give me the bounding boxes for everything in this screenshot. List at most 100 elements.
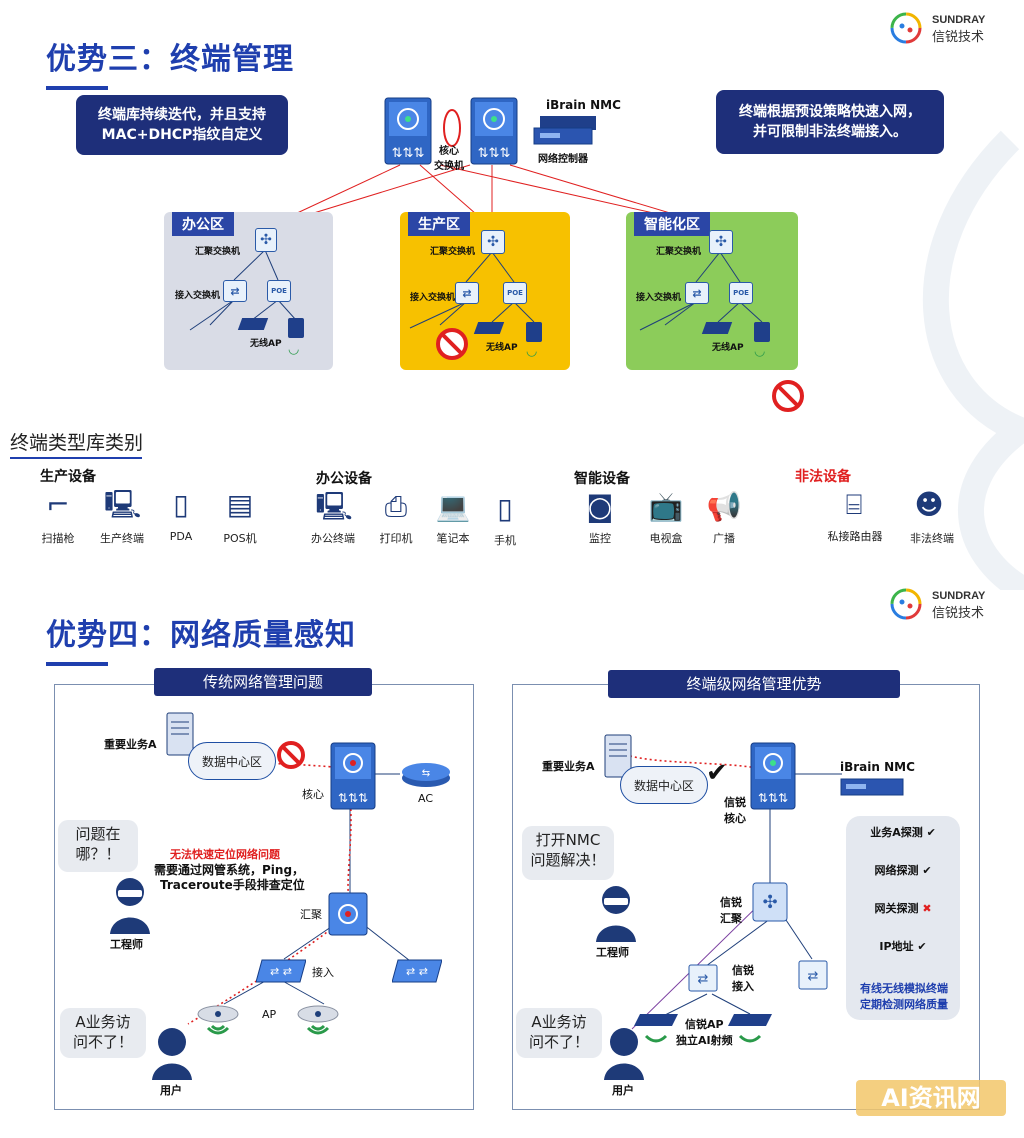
right-core-label-1: 信锐 <box>724 796 746 809</box>
cat-smart: 智能设备 <box>574 471 630 487</box>
left-user-icon <box>150 1024 194 1080</box>
prod-agg-switch-icon: ✣ <box>481 230 505 254</box>
scanner-icon: ⌐ <box>46 488 70 521</box>
probe-item-1: 业务A探测 ✔ <box>846 824 960 862</box>
core-switch-2-icon: ⇅⇅⇅ <box>470 97 518 165</box>
probe-item-1-status: ✔ <box>926 826 936 839</box>
right-access-label-2: 接入 <box>732 980 754 993</box>
left-blocked-icon <box>276 740 306 770</box>
right-core-label: 信锐 核心 <box>724 794 746 826</box>
office-wifi-icon: ◡ <box>288 342 300 357</box>
smart-agg-label: 汇聚交换机 <box>656 247 702 257</box>
right-user-label: 用户 <box>612 1084 634 1097</box>
probe-item-2-status: ✔ <box>922 864 932 877</box>
right-cloud-label: 数据中心区 <box>633 778 694 793</box>
left-ac-icon: ⇆ <box>400 760 452 788</box>
svg-text:⇅⇅⇅: ⇅⇅⇅ <box>478 146 511 161</box>
right-user-bubble: A业务访 问不了！ <box>516 1008 602 1058</box>
logo-cn-2: 信锐技术 <box>932 606 985 621</box>
right-cloud: 数据中心区 <box>620 766 708 804</box>
right-user-bubble-line2: 问不了！ <box>528 1033 589 1051</box>
logo-en-2: SUNDRAY <box>932 590 986 602</box>
zone-office: 办公区 <box>164 212 333 370</box>
phone-label: 手机 <box>494 534 516 547</box>
smart-access-label: 接入交换机 <box>636 293 682 303</box>
probe-item-4: IP地址 ✔ <box>846 938 960 976</box>
probe-item-3: 网关探测 ✖ <box>846 900 960 938</box>
right-access-label-1: 信锐 <box>732 964 754 977</box>
section3-title: 优势三：终端管理 <box>46 42 294 77</box>
probe-item-2: 网络探测 ✔ <box>846 862 960 900</box>
smart-access-switch-icon: ⇄ <box>685 282 709 304</box>
office-agg-switch-icon: ✣ <box>255 228 277 252</box>
left-ap-1-icon <box>196 1002 240 1042</box>
zone-links <box>189 249 763 331</box>
left-server-icon <box>166 712 194 756</box>
office-agg-label: 汇聚交换机 <box>195 247 241 257</box>
left-ap-label: AP <box>262 1008 277 1021</box>
left-access-label: 接入 <box>312 966 334 979</box>
svg-text:⇅⇅⇅: ⇅⇅⇅ <box>392 146 425 161</box>
prod-wifi-icon: ◡ <box>526 344 538 359</box>
probe-item-2-label: 网络探测 <box>874 864 919 877</box>
zone-production-title: 生产区 <box>408 212 470 236</box>
left-panel-title: 传统网络管理问题 <box>154 668 372 696</box>
sundray-logo-icon-2 <box>888 586 924 622</box>
svg-text:⇄ ⇄: ⇄ ⇄ <box>406 965 428 978</box>
office-poe-switch-icon: POE <box>267 280 291 302</box>
types-underline <box>10 457 142 459</box>
pc-icon: 🖳 <box>104 488 142 521</box>
right-agg-label-2: 汇聚 <box>720 912 742 925</box>
left-core-switch-icon: ⇅⇅⇅ <box>330 742 376 810</box>
svg-text:⇅⇅⇅: ⇅⇅⇅ <box>338 791 368 805</box>
probe-item-3-status: ✖ <box>922 902 932 915</box>
right-access-label: 信锐 接入 <box>732 962 754 994</box>
network-controller-icon <box>532 114 598 148</box>
left-note-line2: MAC+DHCP指纹自定义 <box>101 127 263 143</box>
right-nmc-label: iBrain NMC <box>840 760 915 774</box>
smart-ap-label: 无线AP <box>712 343 744 353</box>
right-user-icon <box>602 1024 646 1080</box>
router-label: 私接路由器 <box>827 530 883 543</box>
left-engineer-icon <box>108 874 152 934</box>
smart-terminal-icon <box>754 322 770 342</box>
probe-list: 业务A探测 ✔ 网络探测 ✔ 网关探测 ✖ IP地址 ✔ <box>846 824 960 976</box>
logo-en: SUNDRAY <box>932 14 986 26</box>
zone-production: 生产区 <box>400 212 570 370</box>
probe-panel <box>846 816 960 1020</box>
desktop-icon: 🖳 <box>315 490 353 523</box>
right-ap-label-1: 信锐AP <box>685 1018 724 1031</box>
left-bubble-line1: 问题在 <box>75 825 121 843</box>
core-switch-label: 核心 交换机 <box>434 142 464 172</box>
left-engineer-bubble: 问题在 哪？！ <box>58 820 138 872</box>
cat-production: 生产设备 <box>40 469 96 485</box>
prod-access-label: 接入交换机 <box>410 293 456 303</box>
probe-note: 有线无线模拟终端 定期检测网络质量 <box>850 980 958 1012</box>
prod-access-switch-icon: ⇄ <box>455 282 479 304</box>
right-agg-label: 信锐 汇聚 <box>720 894 742 926</box>
right-agg-label-1: 信锐 <box>720 896 742 909</box>
tv-label: 电视盒 <box>649 532 683 545</box>
section4-title: 优势四：网络质量感知 <box>46 618 356 653</box>
router-icon: ⌸ <box>845 488 863 521</box>
right-engineer-bubble: 打开NMC 问题解决！ <box>522 826 614 880</box>
core-label-2: 交换机 <box>434 161 464 172</box>
pos-icon: ▤ <box>226 488 254 521</box>
logo-cn: 信锐技术 <box>932 30 985 45</box>
prod-terminal-icon <box>526 322 542 342</box>
left-note-box: 终端库持续迭代，并且支持 MAC+DHCP指纹自定义 <box>76 95 288 155</box>
left-access-switch-icon: ⇄ ⇄ <box>255 958 307 984</box>
smart-agg-switch-icon: ✣ <box>709 230 733 254</box>
office-access-switch-icon: ⇄ <box>223 280 247 302</box>
svg-text:⇄ ⇄: ⇄ ⇄ <box>270 965 292 978</box>
scanner-label: 扫描枪 <box>41 532 75 545</box>
probe-item-1-label: 业务A探测 <box>870 826 923 839</box>
laptop-label: 笔记本 <box>436 532 470 545</box>
office-ap-icon <box>237 318 269 330</box>
left-access-switch-2-icon: ⇄ ⇄ <box>391 958 443 984</box>
office-terminal-icon <box>288 318 304 338</box>
prod-blocked-icon <box>436 328 468 360</box>
right-server-label: 重要业务A <box>542 760 595 773</box>
left-engineer-label: 工程师 <box>110 938 143 951</box>
watermark: AI资讯网 <box>856 1080 1006 1116</box>
